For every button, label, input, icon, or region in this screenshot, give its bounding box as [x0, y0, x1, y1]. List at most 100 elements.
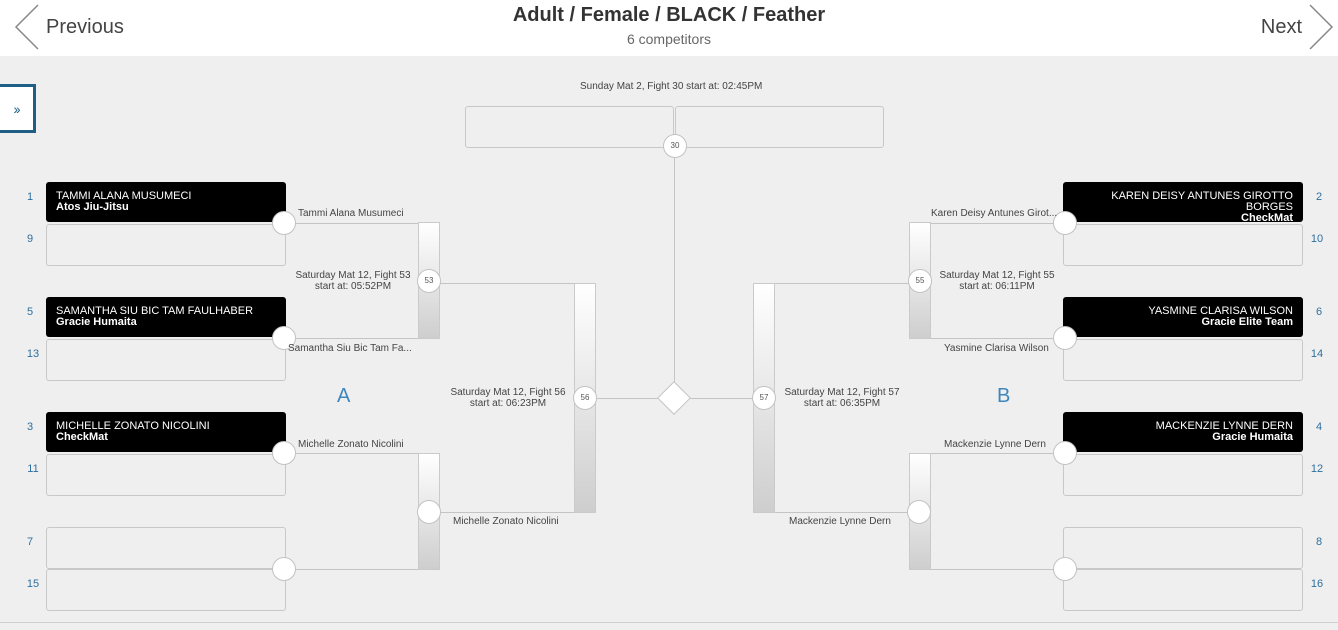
connector — [930, 453, 1065, 454]
match-node — [907, 500, 931, 524]
fight-info: Saturday Mat 12, Fight 57 start at: 06:3… — [775, 387, 909, 409]
competitor-team: CheckMat — [1241, 212, 1293, 224]
empty-slot — [1063, 224, 1303, 266]
connector — [438, 512, 575, 513]
match-node — [272, 557, 296, 581]
advancing-name: Karen Deisy Antunes Girot... — [931, 208, 1058, 219]
empty-slot — [46, 224, 286, 266]
seed-number: 13 — [26, 348, 40, 360]
final-connector — [674, 156, 675, 386]
fight-info-start: start at: 06:23PM — [469, 398, 547, 409]
seed-number: 12 — [1310, 463, 1324, 475]
empty-slot — [1063, 339, 1303, 381]
next-button[interactable]: Next — [1261, 4, 1334, 50]
next-label: Next — [1260, 15, 1302, 38]
seed-number: 15 — [26, 578, 40, 590]
advancing-name: Mackenzie Lynne Dern — [789, 516, 891, 527]
connector — [284, 338, 420, 339]
advancing-name: Samantha Siu Bic Tam Fa... — [288, 343, 412, 354]
seed-number: 10 — [1310, 233, 1324, 245]
match-node — [1053, 211, 1077, 235]
fight-number[interactable]: 55 — [908, 269, 932, 293]
empty-slot — [1063, 569, 1303, 611]
fight-info: Saturday Mat 12, Fight 55 start at: 06:1… — [930, 270, 1064, 292]
connector — [775, 283, 911, 284]
seed-number: 6 — [1315, 306, 1323, 318]
fight-number[interactable]: 53 — [417, 269, 441, 293]
seed-number: 1 — [26, 191, 34, 203]
competitor-name: MICHELLE ZONATO NICOLINI — [56, 420, 210, 432]
seed-number: 2 — [1315, 191, 1323, 203]
fight-info-start: start at: 06:11PM — [959, 281, 1035, 292]
match-node — [1053, 441, 1077, 465]
fight-info-start: start at: 05:52PM — [314, 281, 392, 292]
sidebar-toggle-button[interactable]: ›› — [0, 84, 36, 133]
competitor-card[interactable]: MACKENZIE LYNNE DERN Gracie Humaita — [1063, 412, 1303, 452]
competitor-card[interactable]: SAMANTHA SIU BIC TAM FAULHABER Gracie Hu… — [46, 297, 286, 337]
connector — [284, 453, 420, 454]
competitor-team: Atos Jiu-Jitsu — [56, 201, 129, 213]
match-node — [272, 441, 296, 465]
match-node — [1053, 326, 1077, 350]
empty-slot — [46, 527, 286, 569]
seed-number: 11 — [27, 463, 39, 475]
competitor-name: KAREN DEISY ANTUNES GIROTTO BORGES — [1111, 190, 1293, 213]
fight-info: Saturday Mat 12, Fight 56 start at: 06:2… — [441, 387, 575, 409]
match-node — [417, 500, 441, 524]
connector — [930, 223, 1065, 224]
connector — [775, 512, 911, 513]
competitor-team: CheckMat — [56, 431, 108, 443]
group-a-label: A — [337, 385, 351, 407]
divider — [0, 622, 1338, 623]
empty-slot — [46, 454, 286, 496]
connector — [930, 338, 1065, 339]
advancing-name: Tammi Alana Musumeci — [298, 208, 404, 219]
seed-number: 4 — [1315, 421, 1323, 433]
seed-number: 16 — [1310, 578, 1324, 590]
connector — [438, 283, 575, 284]
competitor-count: 6 competitors — [626, 31, 712, 47]
final-fight-number[interactable]: 30 — [663, 134, 687, 158]
competitor-team: Gracie Humaita — [1212, 431, 1293, 443]
connector — [686, 398, 754, 399]
advancing-name: Yasmine Clarisa Wilson — [944, 343, 1049, 354]
competitor-team: Gracie Humaita — [56, 316, 137, 328]
advancing-name: Michelle Zonato Nicolini — [298, 439, 404, 450]
competitor-card[interactable]: KAREN DEISY ANTUNES GIROTTO BORGES Check… — [1063, 182, 1303, 224]
competitor-name: SAMANTHA SIU BIC TAM FAULHABER — [56, 305, 254, 317]
chevron-right-icon — [1309, 4, 1334, 50]
advancing-name: Michelle Zonato Nicolini — [453, 516, 559, 527]
fight-info-schedule: Saturday Mat 12, Fight 53 — [295, 270, 411, 281]
header: Previous Adult / Female / BLACK / Feathe… — [0, 0, 1338, 56]
empty-slot — [1063, 527, 1303, 569]
match-node — [272, 326, 296, 350]
connector — [284, 223, 420, 224]
seed-number: 7 — [26, 536, 34, 548]
fight-info-schedule: Saturday Mat 12, Fight 57 — [784, 387, 900, 398]
connector — [930, 569, 1065, 570]
competitor-card[interactable]: YASMINE CLARISA WILSON Gracie Elite Team — [1063, 297, 1303, 337]
competitor-team: Gracie Elite Team — [1201, 316, 1293, 328]
empty-slot — [46, 569, 286, 611]
previous-label: Previous — [46, 15, 124, 38]
final-slot-right[interactable] — [675, 106, 884, 148]
group-b-label: B — [997, 385, 1011, 407]
connector — [284, 569, 420, 570]
competitor-name: MACKENZIE LYNNE DERN — [1155, 420, 1293, 432]
fight-info-schedule: Saturday Mat 12, Fight 55 — [939, 270, 1055, 281]
fight-number[interactable]: 56 — [573, 386, 597, 410]
fight-info-schedule: Saturday Mat 12, Fight 56 — [450, 387, 566, 398]
previous-button[interactable]: Previous — [14, 4, 124, 50]
empty-slot — [1063, 454, 1303, 496]
fight-number[interactable]: 57 — [752, 386, 776, 410]
chevron-left-icon — [14, 4, 39, 50]
final-slot-left[interactable] — [465, 106, 674, 148]
match-node — [272, 211, 296, 235]
seed-number: 14 — [1310, 348, 1324, 360]
competitor-card[interactable]: MICHELLE ZONATO NICOLINI CheckMat — [46, 412, 286, 452]
page-title: Adult / Female / BLACK / Feather — [512, 4, 826, 26]
fight-info: Saturday Mat 12, Fight 53 start at: 05:5… — [286, 270, 420, 292]
seed-number: 9 — [26, 233, 34, 245]
seed-number: 8 — [1315, 536, 1323, 548]
competitor-card[interactable]: TAMMI ALANA MUSUMECI Atos Jiu-Jitsu — [46, 182, 286, 222]
